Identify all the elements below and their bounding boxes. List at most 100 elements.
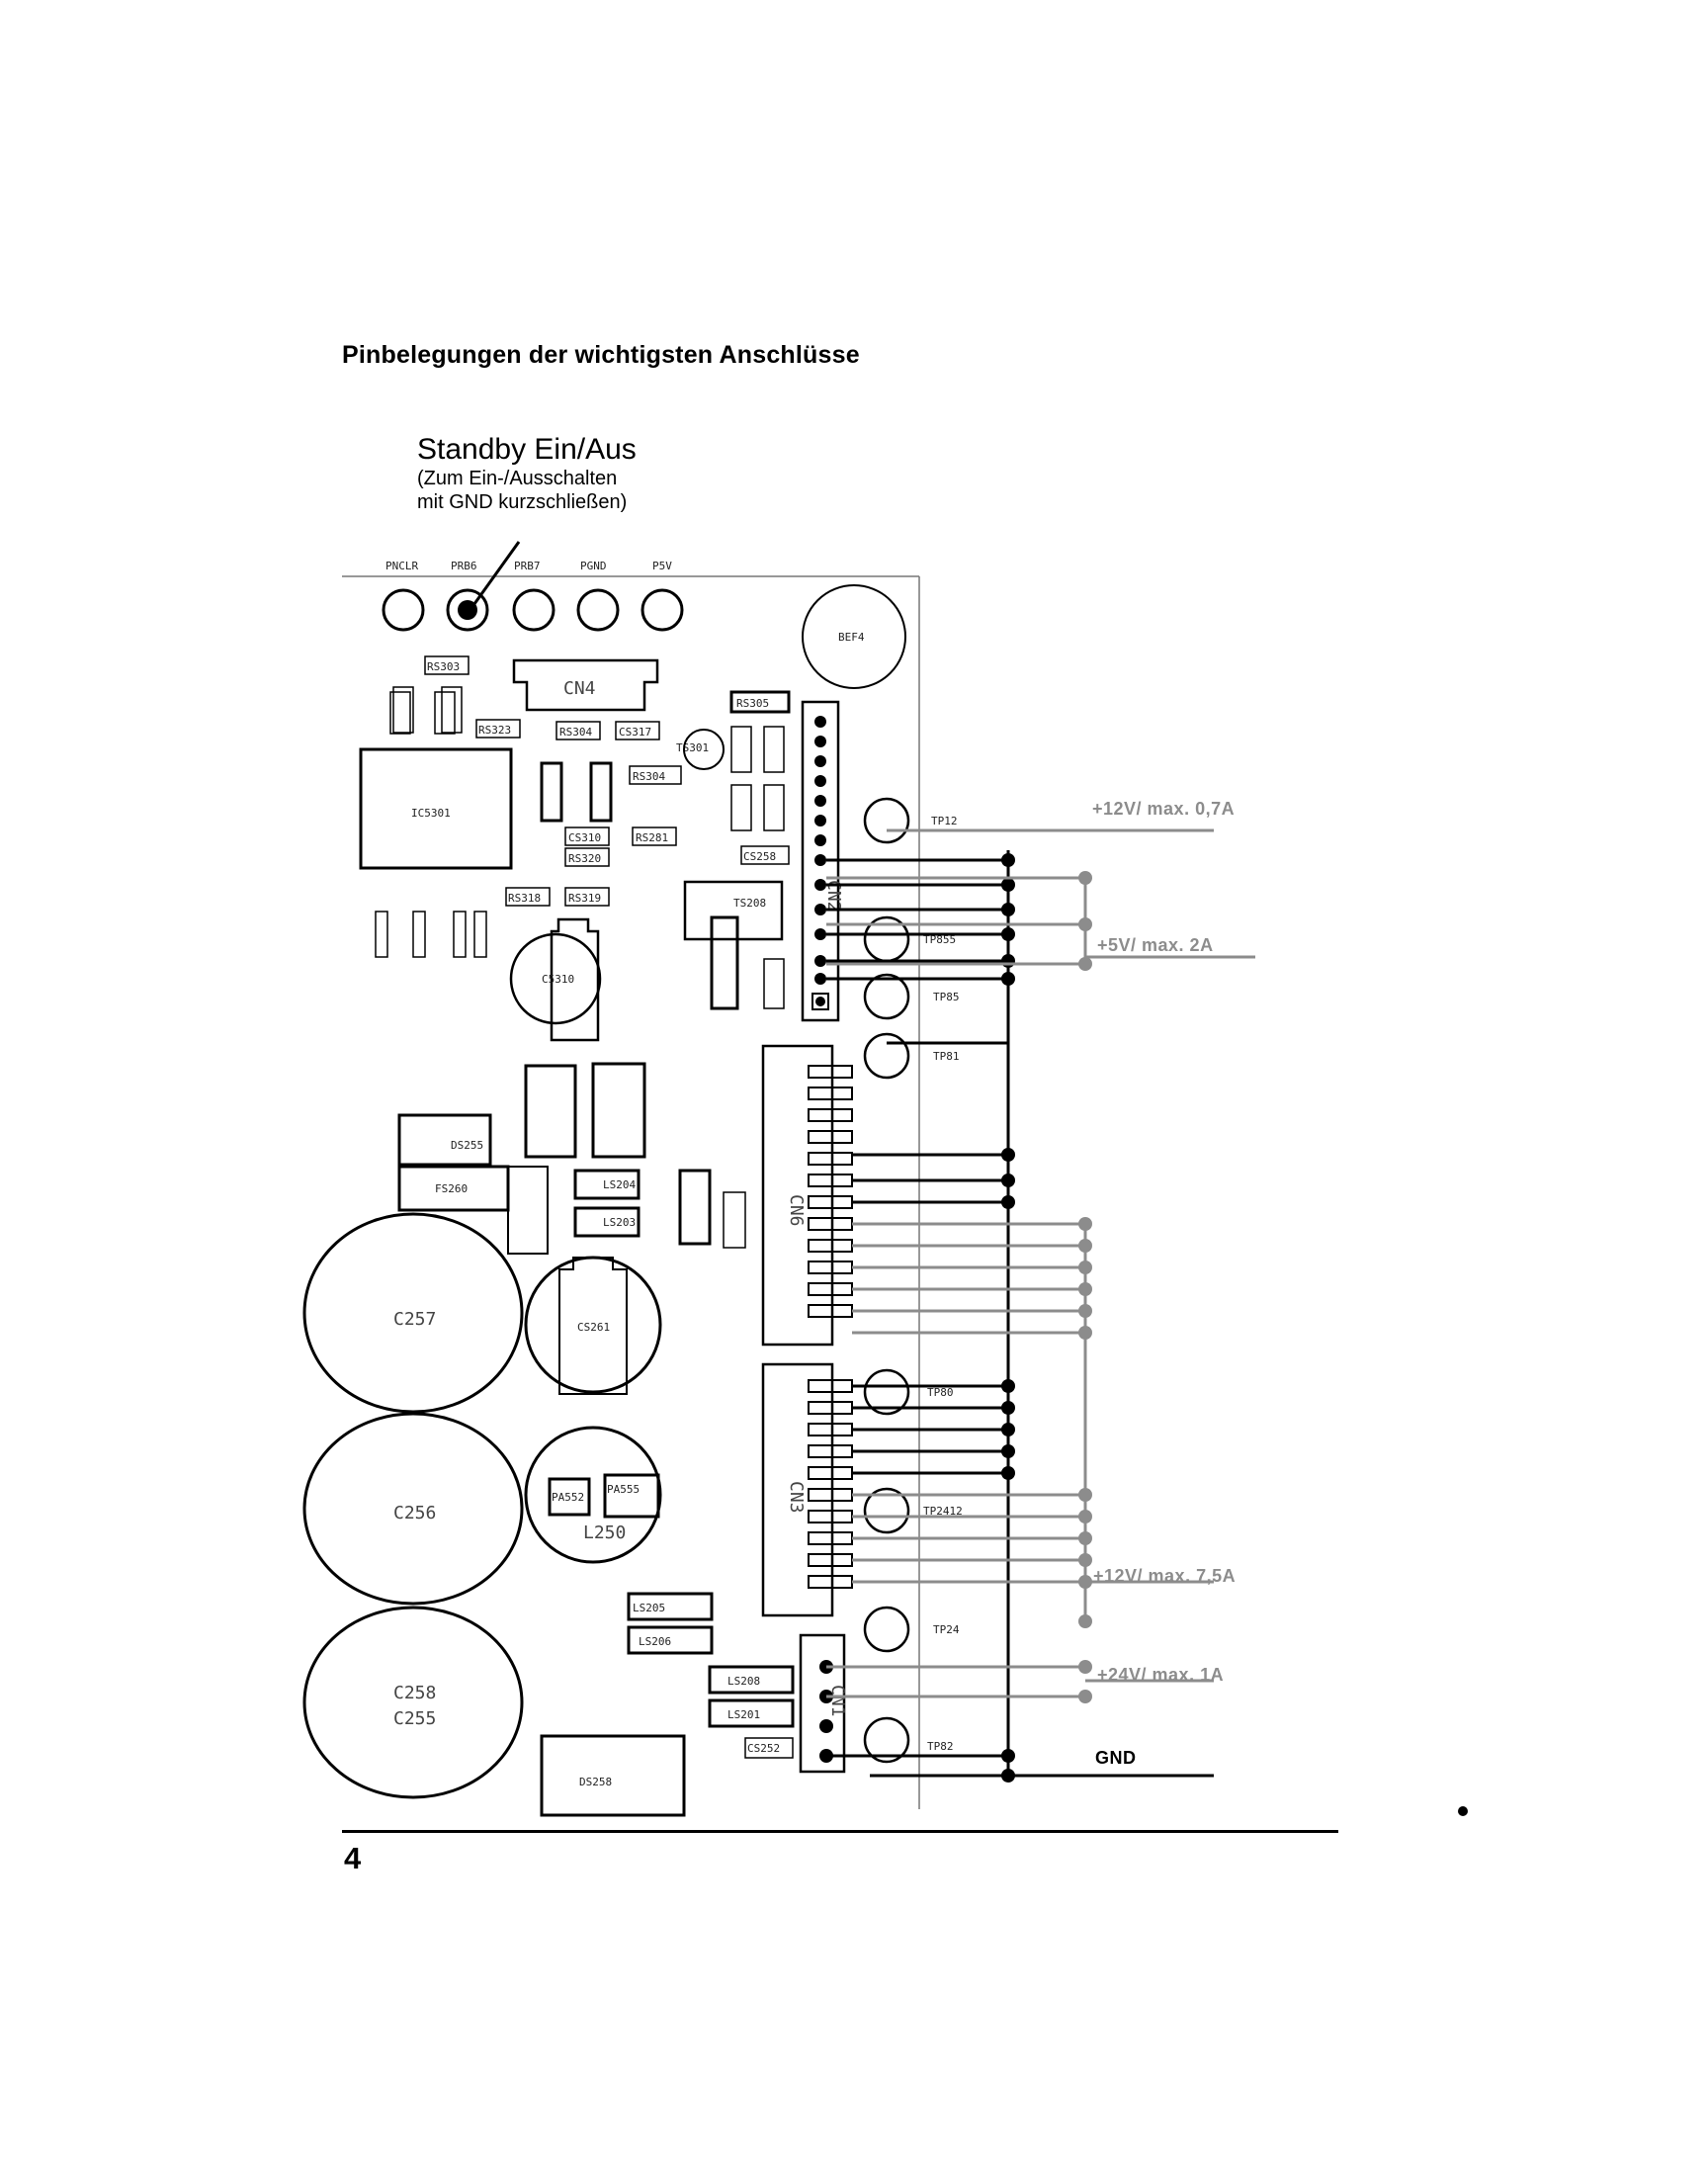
lbl-ds258: DS258 [579, 1776, 612, 1788]
label-12v-big: +12V/ max. 7,5A [1093, 1566, 1236, 1586]
lbl-ls204: LS204 [603, 1178, 636, 1191]
label-24v: +24V/ max. 1A [1097, 1665, 1224, 1685]
standby-pointer [465, 541, 521, 616]
testpoints: TP12 TP855 TP85 TP81 TP80 TP2412 TP24 TP… [863, 797, 963, 1764]
cn4-connector: CN4 [512, 658, 659, 712]
margin-bullet [1458, 1806, 1468, 1816]
cs255-body [763, 958, 785, 1009]
tp855-label: TP855 [923, 933, 956, 946]
lbl-c255: C255 [393, 1708, 436, 1729]
large-capacitor-labels: C257 C256 C258 C255 CS261 L250 PA552 PA5… [393, 1309, 660, 1729]
cn4-label: CN4 [563, 678, 596, 699]
ts208-body [683, 880, 784, 941]
lbl-ls205: LS205 [633, 1602, 665, 1614]
lbl-ls201: LS201 [727, 1708, 760, 1721]
header-pads: PNCLR PRB6 PRB7 PGND P5V [382, 560, 684, 632]
cn2-label: CN2 [823, 880, 844, 913]
cn1-label: CN1 [827, 1685, 848, 1717]
lbl-rs303: RS303 [427, 660, 460, 673]
lbl-c256: C256 [393, 1503, 436, 1523]
tp80-label: TP80 [927, 1386, 954, 1399]
pad-label-pnclr: PNCLR [385, 560, 418, 572]
pad-label-prb7: PRB7 [514, 560, 541, 572]
grey-wiring [826, 828, 1255, 1698]
lbl-rs319: RS319 [568, 892, 601, 905]
lbl-ts301: TS301 [676, 741, 709, 754]
page-number: 4 [344, 1841, 362, 1875]
footer-rule [342, 1830, 1338, 1833]
lbl-rs304: RS304 [559, 726, 592, 739]
lbl-ls203: LS203 [603, 1216, 636, 1229]
standby-title: Standby Ein/Aus [417, 433, 637, 466]
label-gnd: GND [1095, 1748, 1137, 1768]
cn1-connector: CN1 [799, 1633, 848, 1774]
tp82-ring [863, 1716, 910, 1764]
board-outline [342, 575, 920, 1809]
standby-line1: (Zum Ein-/Ausschalten [417, 468, 617, 489]
tp81-ring [863, 1032, 910, 1080]
lbl-cs258: CS258 [743, 850, 776, 863]
lbl-c258: C258 [393, 1683, 436, 1703]
tp24-label: TP24 [933, 1623, 960, 1636]
lbl-pa555: PA555 [607, 1483, 640, 1496]
lbl-cs310: CS310 [568, 831, 601, 844]
tp24-ring [863, 1606, 910, 1653]
cn3-label: CN3 [786, 1481, 807, 1514]
tp2412-label: TP2412 [923, 1505, 963, 1518]
c5310-capacitor: C5310 [509, 917, 602, 1042]
lbl-c257: C257 [393, 1309, 436, 1330]
cn2-connector: CN2 [801, 700, 844, 1022]
lbl-cs317: CS317 [619, 726, 651, 739]
tp85-ring [863, 973, 910, 1020]
lbl-rs304b: RS304 [633, 770, 665, 783]
smd-components-top [375, 655, 791, 958]
pad-p5v [640, 588, 684, 632]
lbl-pa552: PA552 [552, 1491, 584, 1504]
black-junctions [1001, 853, 1015, 1783]
pad-pnclr [382, 588, 425, 632]
pad-label-pgnd: PGND [580, 560, 607, 572]
bef4-ring [802, 584, 906, 689]
lbl-cs252: CS252 [747, 1742, 780, 1755]
lbl-rs323: RS323 [478, 724, 511, 737]
pad-prb7 [512, 588, 555, 632]
ic5301-body [359, 747, 513, 870]
cn6-label: CN6 [786, 1194, 807, 1227]
tp82-label: TP82 [927, 1740, 954, 1753]
page-heading: Pinbelegungen der wichtigsten Anschlüsse [342, 341, 860, 369]
lbl-cs261: CS261 [577, 1321, 610, 1334]
rs287-body [710, 915, 739, 1010]
tp2412-ring [863, 1487, 910, 1534]
pad-label-prb6: PRB6 [451, 560, 477, 572]
cn6-connector: CN6 [761, 1044, 853, 1347]
lbl-ls206: LS206 [639, 1635, 671, 1648]
power-components [397, 1062, 795, 1817]
cn3-connector: CN3 [761, 1362, 853, 1617]
ts301-body [683, 729, 725, 770]
tp80-ring [863, 1368, 910, 1416]
label-12v-small: +12V/ max. 0,7A [1092, 799, 1235, 819]
c5310-label: C5310 [542, 973, 574, 986]
lbl-rs320: RS320 [568, 852, 601, 865]
standby-line2: mit GND kurzschließen) [417, 491, 627, 513]
pad-prb6 [446, 588, 489, 632]
label-5v: +5V/ max. 2A [1097, 935, 1214, 955]
pad-pgnd [576, 588, 620, 632]
tp85-label: TP85 [933, 991, 960, 1003]
tp81-label: TP81 [933, 1050, 960, 1063]
ic5301-label: IC5301 [411, 807, 451, 820]
lbl-fs260: FS260 [435, 1182, 468, 1195]
power-component-labels: DS255 FS260 LS204 LS203 LS205 LS206 LS20… [435, 1139, 780, 1788]
tp12-label: TP12 [931, 815, 958, 827]
lbl-l250: L250 [583, 1522, 626, 1543]
lbl-ds255: DS255 [451, 1139, 483, 1152]
ts208-label: TS208 [733, 897, 766, 910]
lbl-rs305: RS305 [736, 697, 769, 710]
large-capacitors [302, 1212, 662, 1799]
tp12-ring [863, 797, 910, 844]
smd-labels-top: RS303 RS304 CS317 RS323 RS305 TS301 RS30… [427, 660, 776, 905]
black-wiring [826, 850, 1214, 1780]
lbl-rs281: RS281 [636, 831, 668, 844]
bef4-label: BEF4 [838, 631, 865, 644]
